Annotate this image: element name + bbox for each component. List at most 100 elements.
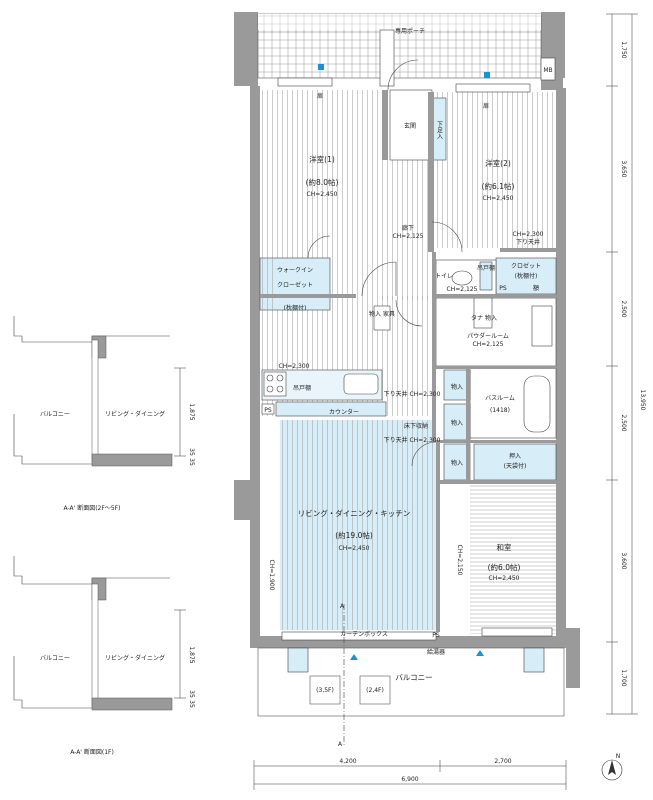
- water-heater-label: 給湯器: [427, 648, 445, 656]
- storage-1-label: 物入: [451, 383, 463, 391]
- shoe-label: 下足入: [436, 121, 443, 139]
- bedroom2-size: (約6.1帖): [482, 181, 515, 191]
- ldk-ch: CH=2,450: [339, 545, 370, 552]
- dimension-lines-bottom: [253, 760, 567, 790]
- bath-size: (1418): [490, 407, 510, 414]
- bedroom2-name: 洋室(2): [485, 158, 511, 168]
- oshiire: [473, 443, 557, 481]
- compass-icon: [601, 759, 623, 781]
- section-bottom-h2: 35: [188, 700, 195, 708]
- ps-balcony: PS: [432, 632, 440, 639]
- section-top-balcony: バルコニー: [40, 411, 70, 418]
- entrance-label: 玄関: [404, 122, 416, 130]
- oshiire-name: 押入: [509, 452, 521, 460]
- section-top-caption: A-A' 断面図(2F〜5F): [64, 504, 121, 512]
- kitchen: [261, 369, 387, 417]
- washitsu-ch: CH=2,450: [489, 575, 520, 582]
- counter-label: カウンター: [329, 408, 359, 416]
- balcony-label: バルコニー: [395, 673, 432, 682]
- dim-bottom-1: 4,200: [339, 758, 356, 765]
- porch-label: 専用ポーチ: [395, 27, 425, 35]
- dimension-lines-right: [606, 13, 638, 715]
- gaku-label: 額: [533, 284, 539, 292]
- toilet-name: トイレ: [435, 273, 453, 280]
- section-bottom-balcony: バルコニー: [40, 655, 70, 662]
- dim-right-5: 3,600: [620, 552, 627, 569]
- furniture-storage: [373, 305, 391, 331]
- storage-3-label: 物入: [451, 459, 463, 467]
- dim-right-4: 2,500: [620, 414, 627, 431]
- mb-label: MB: [543, 67, 552, 74]
- equipment-markers: [318, 64, 490, 660]
- bedroom1-size: (約8.0帖): [306, 177, 339, 187]
- dim-right-total: 13,950: [639, 390, 646, 411]
- dim-right-6: 1,700: [620, 669, 627, 686]
- closet-bedroom2: [495, 257, 557, 295]
- floor-24-label: (2,4F): [366, 687, 384, 694]
- storage-2: [443, 403, 471, 441]
- section-bottom-living: リビング・ダイニング: [105, 654, 165, 662]
- bedroom2-ch-low: CH=2,300: [513, 231, 544, 238]
- washitsu-ch-2150: CH=2,150: [456, 545, 463, 576]
- closet-shelf: (枕棚付): [515, 272, 538, 280]
- ldk-ch-1900: CH=1,900: [268, 560, 275, 591]
- section-bottom-height: 1,875: [188, 646, 195, 663]
- section-a-top: A: [340, 603, 345, 610]
- toilet-ch: CH=2,125: [447, 286, 478, 293]
- floor-35-label: (3,5F): [316, 687, 334, 694]
- ps-toilet: PS: [499, 285, 507, 292]
- hall-ch: CH=2,125: [393, 233, 424, 240]
- windows: [277, 77, 553, 641]
- washitsu-size: (約6.0帖): [488, 562, 521, 572]
- section-top-h1: 35: [188, 448, 195, 456]
- ldk-name: リビング・ダイニング・キッチン: [298, 508, 411, 518]
- walkin-shelf: (枕棚付): [284, 304, 307, 312]
- porch-area: [257, 13, 556, 87]
- dim-right-3: 2,500: [620, 300, 627, 317]
- ldk-size: (約19.0帖): [335, 530, 373, 540]
- dim-bottom-total: 6,900: [401, 776, 418, 783]
- balcony-fixtures: [287, 647, 545, 705]
- dim-bottom-2: 2,700: [494, 758, 511, 765]
- bedroom1-name: 洋室(1): [309, 154, 335, 164]
- bath-name: バスルーム: [485, 395, 515, 402]
- tana-label: タナ 物入: [471, 314, 497, 322]
- ps-kitchen: PS: [264, 407, 272, 414]
- hall-name: 廊下: [402, 224, 414, 232]
- door-label-2: 扉: [483, 102, 489, 110]
- dim-right-1: 1,750: [620, 41, 627, 58]
- ldk-ch-upper: CH=2,300: [279, 363, 310, 370]
- exterior-walls: [234, 12, 580, 688]
- storage-1: [443, 369, 471, 401]
- bedroom2-shita: 下り天井: [516, 238, 540, 246]
- bedroom1-ch: CH=2,450: [307, 191, 338, 198]
- section-a-bottom: A: [338, 741, 343, 748]
- interior-walls: [260, 90, 556, 632]
- ldk-ch-low2: 下り天井 CH=2,300: [384, 390, 441, 398]
- storage-3: [443, 443, 471, 481]
- section-bottom-caption: A-A' 断面図(1F): [70, 748, 114, 756]
- section-top-height: 1,875: [188, 403, 195, 420]
- floor-storage-label: 床下収納: [404, 422, 428, 430]
- door-label-1: 扉: [317, 92, 323, 100]
- doors: [307, 59, 463, 467]
- storage-2-label: 物入: [451, 419, 463, 427]
- dim-right-2: 3,650: [620, 160, 627, 177]
- bedroom2-ch: CH=2,450: [483, 195, 514, 202]
- section-2f-5f: [13, 316, 186, 467]
- washitsu-name: 和室: [497, 542, 512, 552]
- walkin-sub: クローゼット: [277, 281, 313, 289]
- section-top-h2: 35: [188, 458, 195, 466]
- furniture-storage-label: 物入 家具: [369, 310, 395, 318]
- powder-ch: CH=2,125: [473, 341, 504, 348]
- section-bottom-h1: 35: [188, 690, 195, 698]
- section-top-living: リビング・ダイニング: [105, 410, 165, 418]
- oshiire-sub: (天袋付): [504, 462, 527, 470]
- powder-name: パウダールーム: [467, 332, 509, 340]
- closet-name: クロゼット: [511, 262, 541, 270]
- curtain-box-label: カーテンボックス: [340, 630, 388, 638]
- section-1f: [13, 556, 186, 711]
- ldk-ch-low: 下り天井 CH=2,300: [384, 436, 441, 444]
- walkin-name: ウォークイン: [277, 266, 313, 274]
